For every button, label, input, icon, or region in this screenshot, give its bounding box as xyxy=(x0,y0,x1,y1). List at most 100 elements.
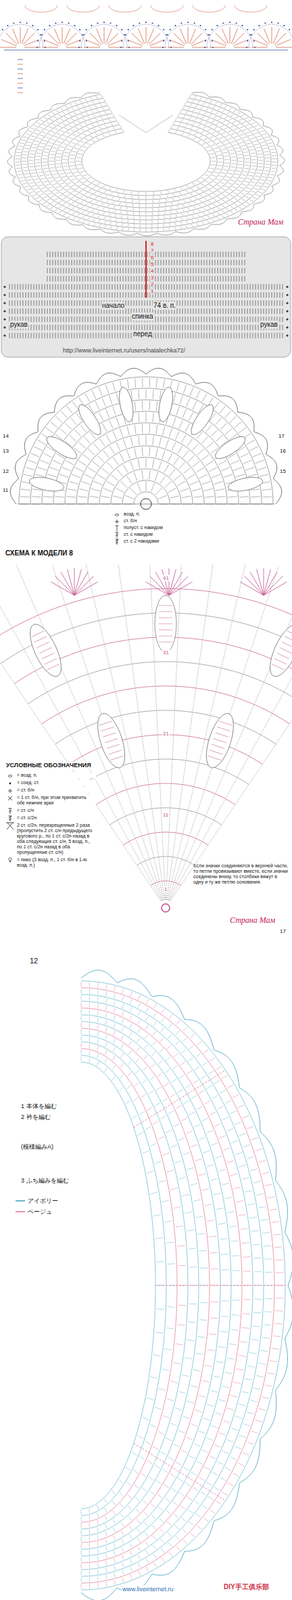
picot-dot xyxy=(199,25,201,27)
picot-dot xyxy=(103,21,105,23)
picot-dot xyxy=(174,25,176,27)
step-label: 3 ふち編みを編む xyxy=(20,1176,70,1183)
marker-dot xyxy=(3,309,6,312)
pattern-label: (模様編みA) xyxy=(20,1142,55,1150)
legend-symbol xyxy=(115,538,119,545)
note: Если значки соединяются в верхней части,… xyxy=(192,862,289,885)
stitch-mark xyxy=(8,795,13,800)
wedge-round xyxy=(55,709,277,744)
marker-dot xyxy=(285,301,288,304)
picot-dot xyxy=(165,33,167,36)
row-number: 6 xyxy=(150,254,155,261)
pineapple-motif xyxy=(154,594,177,652)
yoke-stitches xyxy=(49,113,244,211)
doily-stitches xyxy=(43,400,250,504)
row-number: 8 xyxy=(150,240,155,247)
chart-panel xyxy=(1,236,291,357)
stitch-mark xyxy=(115,533,119,536)
stitch-mark xyxy=(114,513,119,516)
row-number: 4 xyxy=(150,267,155,274)
legend-text: ベージュ xyxy=(27,1207,53,1214)
fan-edge xyxy=(206,24,253,48)
marker-dot xyxy=(3,293,6,296)
legend-symbol xyxy=(17,78,23,80)
yoke-round xyxy=(34,105,258,220)
chain-spoke xyxy=(167,564,246,899)
part-name: перед xyxy=(132,329,153,338)
picot-dot xyxy=(187,21,189,23)
fan-edge xyxy=(0,24,44,48)
marker-dot xyxy=(3,325,6,328)
doily-stitches xyxy=(54,412,238,504)
row-number: 3 xyxy=(150,274,155,281)
pineapple-motif xyxy=(43,432,80,463)
marker-dot xyxy=(3,285,6,288)
pineapple-motif xyxy=(75,401,105,438)
part-name: начало xyxy=(101,301,126,310)
picot-dot xyxy=(229,21,231,23)
picot-dot xyxy=(19,21,21,23)
chain-arch xyxy=(234,5,267,13)
stitch-mark xyxy=(115,525,119,526)
collar-round xyxy=(81,1061,156,1508)
stitch-mark xyxy=(116,538,118,545)
pineapple-motif xyxy=(91,709,130,771)
stitch-mark xyxy=(8,817,12,820)
fan-stitches xyxy=(0,27,41,48)
doily-stitches xyxy=(123,481,169,504)
round-number: 31 xyxy=(162,648,170,655)
picot-dot xyxy=(258,25,260,27)
stitch-columns xyxy=(9,300,283,306)
legend-symbol xyxy=(17,64,23,65)
pineapple-motif xyxy=(227,474,265,494)
chart-title: СХЕМА К МОДЕЛИ 8 xyxy=(5,548,73,557)
doily-round xyxy=(18,376,274,504)
stitch-mark xyxy=(15,1199,26,1201)
legend-item: полуст. с накидом xyxy=(123,524,164,530)
row-number: 1 xyxy=(150,287,155,295)
pineapple-rows xyxy=(207,720,232,760)
legend-text: = ст. с/н xyxy=(16,807,96,813)
pineapple-motif xyxy=(28,474,66,494)
step-label: 1 本体を編む xyxy=(20,1101,58,1109)
fan-edge xyxy=(248,24,292,48)
legend-symbol xyxy=(114,513,119,516)
picot-dot xyxy=(222,22,224,24)
legend-symbol xyxy=(17,73,23,75)
stitch-mark xyxy=(10,815,11,821)
fan-stitches xyxy=(50,567,98,595)
legend-item: = ст. с/2н xyxy=(16,814,96,820)
picot-dot xyxy=(90,25,92,27)
round-number: 11 xyxy=(162,811,169,818)
picot-dot xyxy=(6,25,9,27)
picot-dot xyxy=(31,25,34,27)
legend-item: = возд. п. xyxy=(16,771,96,778)
picot-dot xyxy=(246,29,249,31)
picot-dot xyxy=(73,25,76,27)
picot-dot xyxy=(132,25,134,27)
doily-stitches xyxy=(112,469,181,504)
yoke-stitches xyxy=(35,106,257,219)
round-number: 11 xyxy=(2,486,9,493)
legend-item: = ст. с/н xyxy=(16,807,96,813)
picot-dot xyxy=(43,29,46,31)
stitch-columns xyxy=(9,324,283,330)
legend-symbol xyxy=(17,87,23,89)
stitch-mark xyxy=(6,821,11,823)
marker-dot xyxy=(285,317,288,320)
stitch-mark xyxy=(8,774,13,777)
stitch-mark xyxy=(116,525,118,531)
page-number: 17 xyxy=(279,927,286,934)
picot-dot xyxy=(193,22,195,24)
legend-text: = соед. ст. xyxy=(16,779,96,785)
round-number: 14 xyxy=(2,432,9,439)
stitch-mark xyxy=(9,860,11,862)
wedge-round xyxy=(137,855,195,865)
legend-symbol xyxy=(17,83,23,84)
picot-dot xyxy=(253,29,255,31)
yoke-stitches xyxy=(62,121,230,204)
yoke-stitches xyxy=(69,125,224,199)
round-number: 16 xyxy=(279,447,286,454)
chain-count: 74 в. п. xyxy=(152,301,177,310)
